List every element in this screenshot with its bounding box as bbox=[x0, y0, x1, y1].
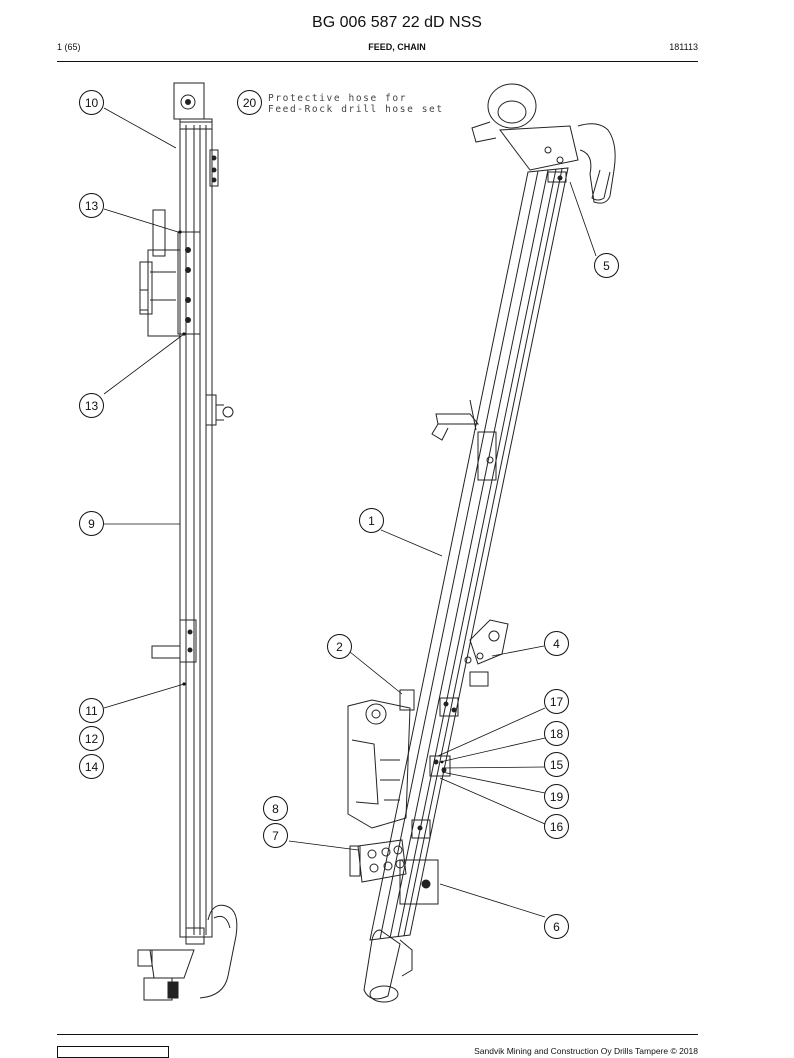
callout-19: 19 bbox=[544, 784, 569, 809]
callout-13-upper: 13 bbox=[79, 193, 104, 218]
cradle-isometric bbox=[464, 619, 509, 687]
page-number: 1 (65) bbox=[57, 42, 81, 52]
callout-1: 1 bbox=[359, 508, 384, 533]
feed-bottom-end bbox=[149, 949, 195, 979]
sandvik-logo bbox=[57, 1046, 169, 1058]
note-line-1: Protective hose for bbox=[268, 93, 408, 104]
callout-11: 11 bbox=[79, 698, 104, 723]
hose-manifold bbox=[349, 839, 407, 883]
callout-15: 15 bbox=[544, 752, 569, 777]
callout-4: 4 bbox=[544, 631, 569, 656]
leader-dots bbox=[178, 230, 444, 764]
leader-lines bbox=[103, 107, 597, 918]
callout-14: 14 bbox=[79, 754, 104, 779]
top-pulley-housing bbox=[471, 83, 616, 204]
document-title: BG 006 587 22 dD NSS bbox=[312, 14, 482, 31]
rock-drill-isometric bbox=[347, 689, 415, 829]
callout-18: 18 bbox=[544, 721, 569, 746]
callout-9: 9 bbox=[79, 511, 104, 536]
header-rule bbox=[57, 61, 698, 62]
document-date: 181113 bbox=[669, 42, 698, 52]
callout-13-lower: 13 bbox=[79, 393, 104, 418]
callout-20: 20 bbox=[237, 90, 262, 115]
hose-clamp-lower bbox=[429, 755, 451, 777]
callout-17: 17 bbox=[544, 689, 569, 714]
top-pulley bbox=[180, 94, 196, 110]
hose-clamp-upper bbox=[439, 697, 459, 717]
feed-isometric-view bbox=[347, 83, 616, 1003]
callout-5: 5 bbox=[594, 253, 619, 278]
callout-16: 16 bbox=[544, 814, 569, 839]
rock-drill-side bbox=[139, 209, 201, 337]
feed-motor bbox=[363, 859, 439, 1003]
section-title: FEED, CHAIN bbox=[368, 42, 426, 52]
feed-side-view bbox=[137, 82, 238, 1001]
callout-7: 7 bbox=[263, 823, 288, 848]
callout-6: 6 bbox=[544, 914, 569, 939]
feed-beam-side bbox=[179, 121, 213, 938]
hose-support-isometric bbox=[431, 399, 497, 481]
callout-2: 2 bbox=[327, 634, 352, 659]
feed-beam-isometric bbox=[369, 167, 569, 941]
callout-10: 10 bbox=[79, 90, 104, 115]
footer-rule bbox=[57, 1034, 698, 1035]
callout-12: 12 bbox=[79, 726, 104, 751]
note-line-2: Feed-Rock drill hose set bbox=[268, 104, 444, 115]
callout-8: 8 bbox=[263, 796, 288, 821]
protective-hose-note: Protective hose for Feed-Rock drill hose… bbox=[268, 93, 444, 115]
bottom-hose-side bbox=[199, 904, 238, 999]
footer-copyright: Sandvik Mining and Construction Oy Drill… bbox=[474, 1046, 698, 1056]
